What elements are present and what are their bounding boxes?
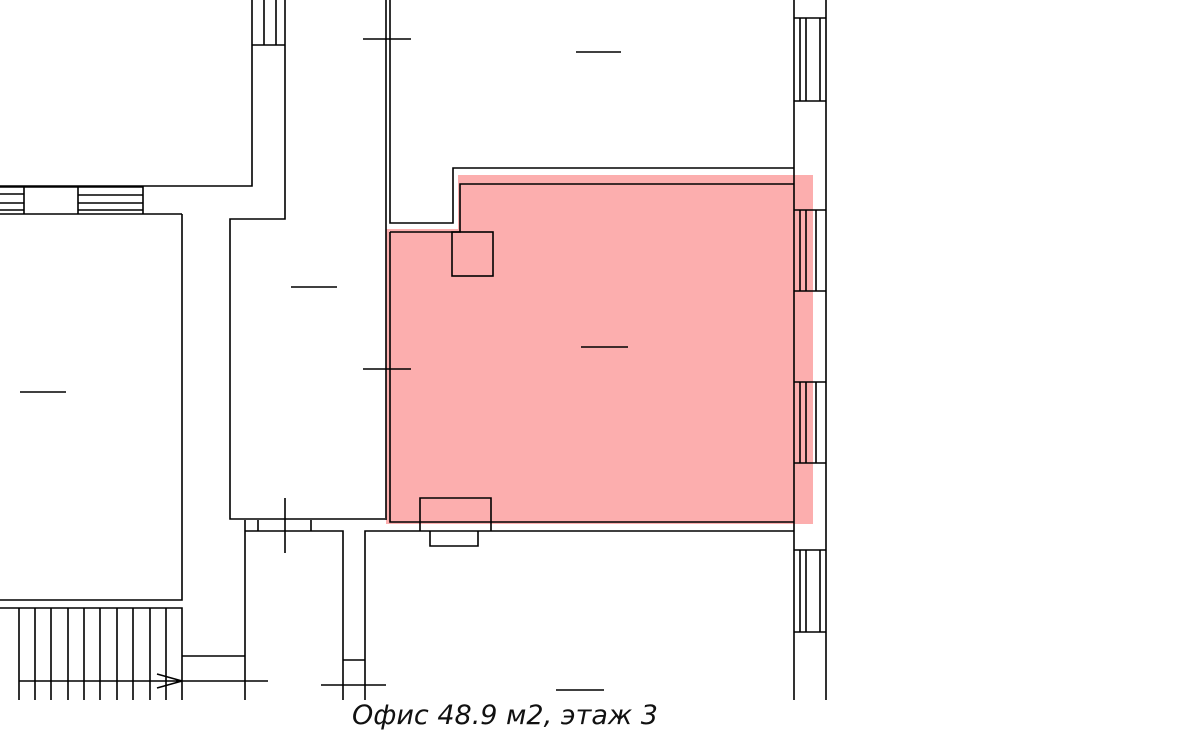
highlighted-office-area[interactable] bbox=[386, 175, 813, 524]
plan-caption: Офис 48.9 м2, этаж 3 bbox=[352, 700, 658, 731]
walls bbox=[0, 0, 827, 700]
column bbox=[451, 231, 494, 277]
room-label-marks bbox=[20, 51, 628, 691]
